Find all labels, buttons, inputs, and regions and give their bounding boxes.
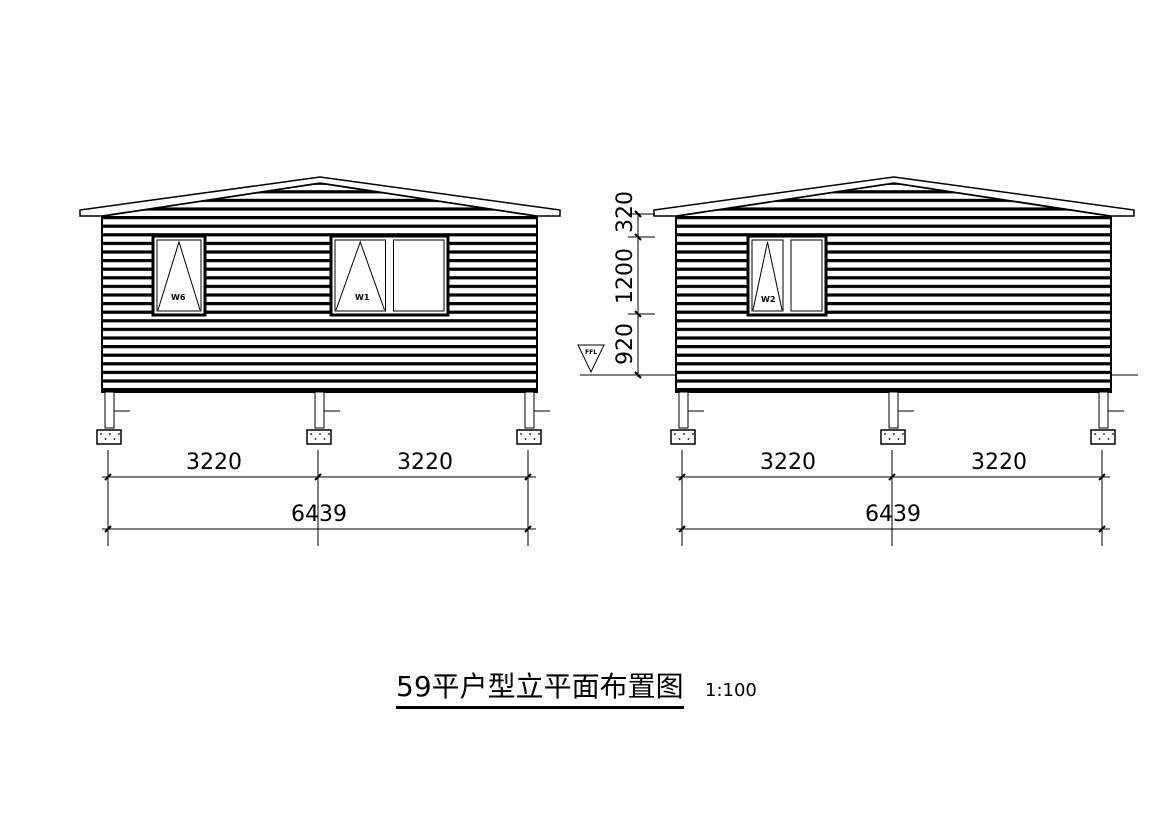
footing <box>96 429 122 445</box>
footing-hatch <box>884 433 886 435</box>
dimension-tick <box>678 525 686 533</box>
left-dim-bay1: 3220 <box>186 450 242 475</box>
footing-hatch <box>1094 433 1096 435</box>
roof <box>653 176 1135 217</box>
window-pane <box>156 239 202 312</box>
post <box>678 391 689 429</box>
window-pane <box>334 239 386 312</box>
footing-hatch <box>674 433 676 435</box>
footing <box>1090 429 1116 445</box>
vertical-dimensions <box>577 210 1138 379</box>
footing-hatch <box>888 438 891 440</box>
footing-hatch <box>692 433 694 435</box>
vdim-1200: 1200 <box>613 248 638 304</box>
left-dim-total: 6439 <box>291 502 347 527</box>
window-opening-mark <box>157 240 201 311</box>
footing <box>670 429 696 445</box>
window-pane <box>751 239 784 312</box>
footing-hatch <box>328 433 330 435</box>
footing-hatch <box>683 433 685 435</box>
footing-hatch <box>1103 433 1105 435</box>
vdim-920: 920 <box>613 323 638 365</box>
footing-hatch <box>1107 438 1110 440</box>
siding-wall <box>675 181 1112 393</box>
footing-hatch <box>533 438 536 440</box>
drawing-scale: 1:100 <box>705 680 757 701</box>
footing-hatch <box>893 433 895 435</box>
right-dim-total: 6439 <box>865 502 921 527</box>
window-opening-mark <box>752 241 783 311</box>
drawing-title: 59平户型立平面布置图 <box>396 670 684 709</box>
footing <box>516 429 542 445</box>
right-dim-bay2: 3220 <box>971 450 1027 475</box>
dimension-tick <box>524 525 532 533</box>
right-dim-bay1: 3220 <box>760 450 816 475</box>
dimension-tick <box>1098 525 1106 533</box>
footing-hatch <box>529 433 531 435</box>
footing-hatch <box>687 438 690 440</box>
roof <box>79 176 561 217</box>
footing-hatch <box>323 438 326 440</box>
window <box>746 234 828 317</box>
dimension-tick <box>1098 473 1106 481</box>
window <box>329 234 450 317</box>
footing <box>306 429 332 445</box>
footing-hatch <box>1098 438 1101 440</box>
footing-hatch <box>902 433 904 435</box>
footing-hatch <box>310 433 312 435</box>
dimension-tick <box>314 473 322 481</box>
window-label-w6: W6 <box>171 293 186 302</box>
dimension-tick <box>104 525 112 533</box>
footing-hatch <box>678 438 681 440</box>
footing-hatch <box>319 433 321 435</box>
footing-hatch <box>897 438 900 440</box>
window-opening-mark <box>335 240 385 311</box>
footing-hatch <box>104 438 107 440</box>
post <box>524 391 535 429</box>
dimension-tick <box>104 473 112 481</box>
footing-hatch <box>538 433 540 435</box>
window-label-w1: W1 <box>355 293 370 302</box>
footing-hatch <box>314 438 317 440</box>
right-elevation <box>653 176 1135 546</box>
footing-hatch <box>109 433 111 435</box>
post <box>1098 391 1109 429</box>
footing <box>880 429 906 445</box>
footing-hatch <box>1112 433 1114 435</box>
post <box>104 391 115 429</box>
post <box>314 391 325 429</box>
footing-hatch <box>100 433 102 435</box>
dimension-tick <box>888 473 896 481</box>
window-pane <box>790 239 823 312</box>
window-pane <box>393 239 445 312</box>
footing-hatch <box>113 438 116 440</box>
ffl-level-mark: FFL <box>585 349 597 356</box>
window <box>151 234 207 317</box>
footing-hatch <box>118 433 120 435</box>
window-label-w2: W2 <box>761 295 775 304</box>
post <box>888 391 899 429</box>
footing-hatch <box>524 438 527 440</box>
left-dim-bay2: 3220 <box>397 450 453 475</box>
vdim-320: 320 <box>613 191 638 233</box>
footing-hatch <box>520 433 522 435</box>
dimension-tick <box>524 473 532 481</box>
left-elevation <box>79 176 561 546</box>
dimension-tick <box>678 473 686 481</box>
